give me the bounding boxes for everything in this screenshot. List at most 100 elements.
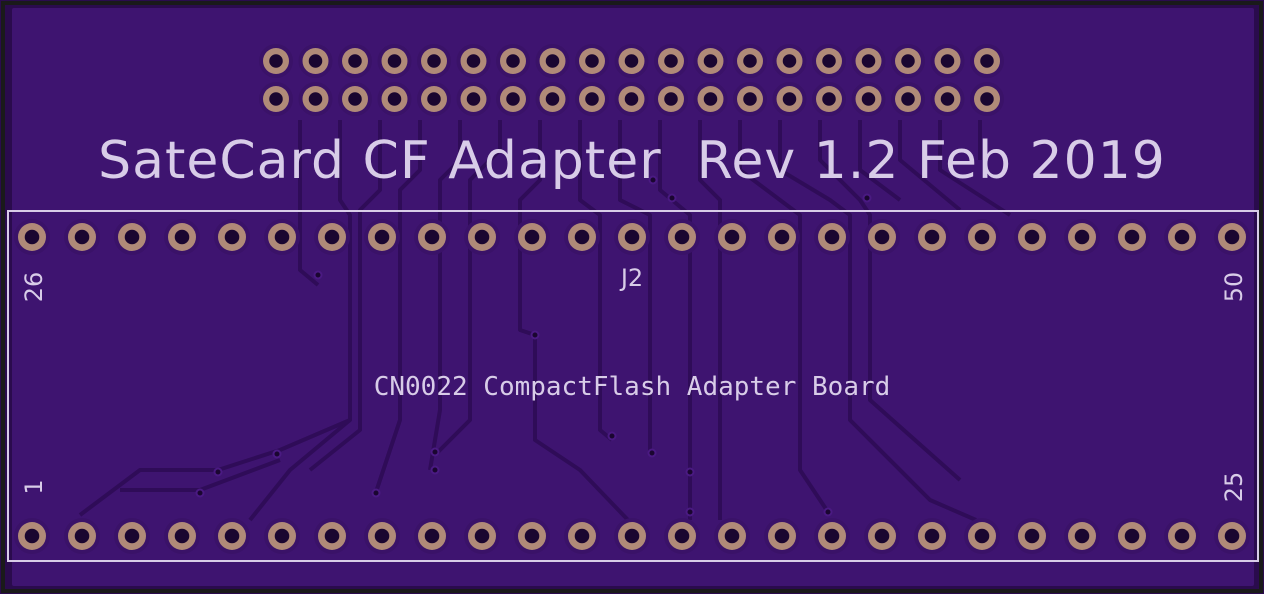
trace: [618, 120, 652, 452]
connector-pin: [514, 518, 550, 554]
via: [648, 175, 658, 185]
trace: [78, 468, 220, 517]
connector-pin: [314, 219, 350, 255]
connector-pin: [414, 518, 450, 554]
connector-pin: [864, 219, 900, 255]
connector-pin: [314, 518, 350, 554]
connector-pin: [1164, 518, 1200, 554]
pin-label-26: 26: [20, 272, 48, 303]
cf-connector-pins: [14, 219, 1250, 554]
header-pin: [733, 82, 767, 116]
header-pin: [575, 44, 609, 78]
connector-pin: [64, 518, 100, 554]
connector-pin: [1014, 219, 1050, 255]
header-pin: [377, 82, 412, 116]
header-pin: [851, 44, 886, 78]
header-pin: [891, 44, 925, 78]
connector-pin: [364, 219, 400, 255]
connector-pin: [664, 518, 700, 554]
trace: [428, 120, 462, 471]
connector-pin: [114, 518, 150, 554]
connector-pin: [664, 219, 700, 255]
pin-label-1: 1: [20, 479, 48, 494]
header-pin: [772, 44, 807, 78]
header-pin: [733, 44, 767, 78]
connector-pin: [1014, 518, 1050, 554]
trace: [248, 120, 352, 522]
connector-pin: [764, 219, 800, 255]
connector-pin: [1064, 518, 1100, 554]
connector-pin: [264, 219, 300, 255]
trace: [818, 120, 962, 482]
via: [667, 193, 677, 203]
connector-pin: [614, 219, 650, 255]
pin-label-25: 25: [1220, 472, 1248, 503]
board-subtitle: CN0022 CompactFlash Adapter Board: [374, 372, 891, 402]
via: [685, 467, 695, 477]
connector-pin: [14, 219, 50, 255]
connector-pin: [1214, 219, 1250, 255]
pin-label-50: 50: [1220, 272, 1248, 303]
trace: [938, 120, 1012, 217]
trace: [433, 120, 502, 457]
connector-pin: [914, 219, 950, 255]
via: [823, 507, 833, 517]
header-pin: [693, 44, 728, 78]
connector-pin: [814, 219, 850, 255]
header-pin: [535, 82, 570, 116]
board-title: SateCard CF Adapter Rev 1.2 Feb 2019: [98, 131, 1166, 191]
connector-ref-label: J2: [619, 264, 643, 292]
connector-pin: [564, 518, 600, 554]
connector-pin: [1114, 518, 1150, 554]
header-pin: [654, 44, 688, 78]
header-pin: [496, 82, 530, 116]
connector-pin: [164, 518, 200, 554]
copper-traces: [78, 120, 1012, 522]
connector-pin: [164, 219, 200, 255]
header-pin: [575, 82, 609, 116]
header-pin: [259, 44, 293, 78]
header-pin: [693, 82, 728, 116]
via: [430, 465, 440, 475]
header-pin: [417, 82, 451, 116]
connector-pin: [964, 219, 1000, 255]
connector-pin: [464, 219, 500, 255]
connector-pin: [464, 518, 500, 554]
via: [607, 431, 617, 441]
via: [313, 270, 323, 280]
trace: [858, 120, 902, 202]
header-pin: [338, 44, 372, 78]
connector-pin: [114, 219, 150, 255]
connector-pin: [714, 518, 750, 554]
via: [371, 488, 381, 498]
header-pin: [298, 44, 333, 78]
connector-pin: [214, 518, 250, 554]
header-pin: [812, 82, 846, 116]
header-pin: [535, 44, 570, 78]
via: [213, 467, 223, 477]
connector-pin: [714, 219, 750, 255]
header-pin: [298, 82, 333, 116]
trace: [518, 120, 630, 522]
header-pin: [930, 44, 965, 78]
header-pin: [417, 44, 451, 78]
header-pin: [772, 82, 807, 116]
connector-pin: [1214, 518, 1250, 554]
connector-pin: [64, 219, 100, 255]
pin-header: [259, 44, 1004, 116]
header-pin: [970, 44, 1004, 78]
trace: [373, 120, 422, 496]
connector-outline: [7, 210, 1259, 562]
connector-pin: [364, 518, 400, 554]
connector-pin: [964, 518, 1000, 554]
connector-pin: [914, 518, 950, 554]
header-pin: [970, 82, 1004, 116]
via: [685, 507, 695, 517]
connector-pin: [814, 518, 850, 554]
trace: [738, 120, 830, 514]
header-pin: [456, 44, 491, 78]
header-pin: [812, 44, 846, 78]
via: [862, 193, 872, 203]
trace: [898, 120, 962, 212]
